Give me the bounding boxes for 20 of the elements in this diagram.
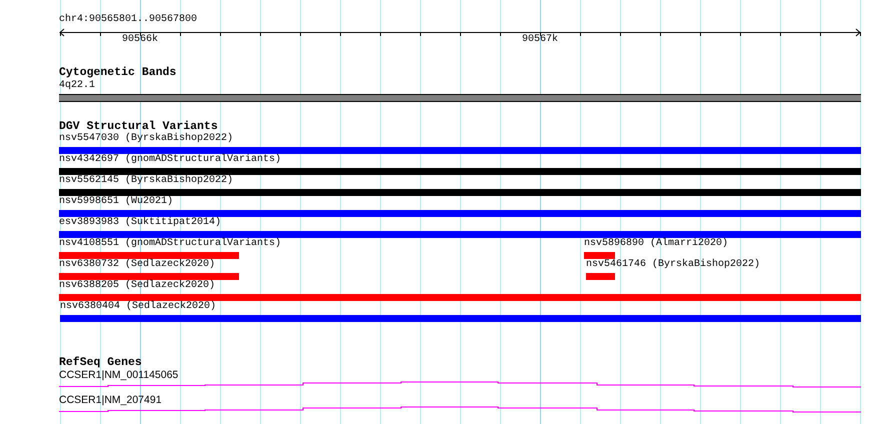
ruler-tick-label: 90567k [522,34,558,46]
variant-label: nsv6388205 (Sedlazeck2020) [59,280,216,292]
track-heading: RefSeq Genes [59,356,142,369]
gene-label: CCSER1|NM_207491 [59,394,162,406]
variant-label: nsv4108551 (gnomADStructuralVariants) [59,238,282,250]
variant-label: nsv5461746 (ByrskaBishop2022) [586,259,760,271]
track-heading: DGV Structural Variants [59,120,218,133]
variant-label: nsv5547030 (ByrskaBishop2022) [59,133,234,145]
variant-label: nsv5896890 (Almarri2020) [584,238,728,250]
variant-label: nsv6380732 (Sedlazeck2020) [59,259,216,271]
variant-label: esv3893983 (Suktitipat2014) [59,217,222,229]
variant-label: nsv6380404 (Sedlazeck2020) [60,301,216,313]
variant-label: nsv5998651 (Wu2021) [59,196,174,208]
ruler-tick-label: 90566k [122,34,158,46]
variant-label: nsv5562145 (ByrskaBishop2022) [59,175,234,187]
track-heading: Cytogenetic Bands [59,66,176,79]
gene-label: CCSER1|NM_001145065 [59,369,178,381]
band-label: 4q22.1 [59,80,96,92]
variant-label: nsv4342697 (gnomADStructuralVariants) [59,154,282,166]
region-coordinates: chr4:90565801..90567800 [59,14,198,26]
